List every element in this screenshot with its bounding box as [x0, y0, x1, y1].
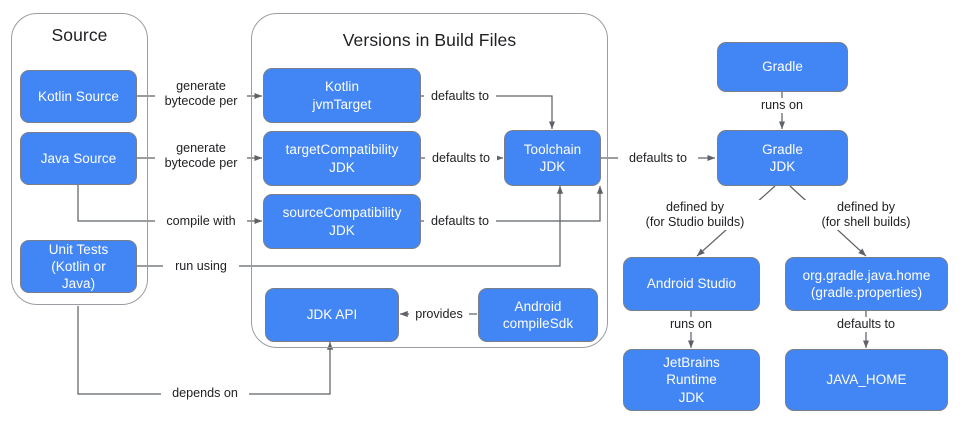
node-java-home[interactable]: JAVA_HOME: [785, 349, 948, 411]
node-gradle-jdk-label: Gradle JDK: [762, 141, 803, 174]
node-kotlin-jvmtarget-label: Kotlin jvmTarget: [312, 79, 372, 112]
edge-label-defined-by-studio: defined by (for Studio builds): [616, 200, 774, 231]
node-java-source-label: Java Source: [40, 150, 117, 166]
node-android-studio[interactable]: Android Studio: [623, 257, 760, 311]
node-target-compatibility[interactable]: targetCompatibility JDK: [263, 131, 421, 186]
node-jdk-api-label: JDK API: [306, 307, 358, 323]
edge-label-defaults-to-java-home: defaults to: [826, 317, 906, 333]
edge-label-compile-with: compile with: [155, 214, 247, 230]
node-jdk-api[interactable]: JDK API: [265, 288, 399, 342]
node-android-compilesdk[interactable]: Android compileSdk: [478, 288, 598, 342]
edge-label-provides: provides: [409, 307, 469, 323]
edge-label-generate-bytecode-java: generate bytecode per: [155, 141, 247, 172]
node-jetbrains-runtime-jdk[interactable]: JetBrains Runtime JDK: [623, 349, 760, 411]
edge-label-defaults-to-kotlin-jvmtarget: defaults to: [424, 89, 496, 105]
node-gradle[interactable]: Gradle: [717, 42, 848, 92]
node-android-studio-label: Android Studio: [646, 276, 737, 292]
edge-label-runs-on-gradle: runs on: [742, 98, 822, 114]
node-java-source[interactable]: Java Source: [20, 132, 137, 185]
node-toolchain-jdk[interactable]: Toolchain JDK: [504, 130, 601, 186]
node-source-compatibility-label: sourceCompatibility JDK: [282, 205, 402, 238]
node-kotlin-source-label: Kotlin Source: [38, 88, 119, 104]
group-source: [11, 13, 148, 305]
node-toolchain-jdk-label: Toolchain JDK: [523, 141, 582, 174]
edge-label-defaults-to-target-compat: defaults to: [425, 151, 497, 167]
node-jetbrains-runtime-jdk-label: JetBrains Runtime JDK: [663, 355, 720, 405]
edge-label-runs-on-studio: runs on: [651, 317, 731, 333]
node-org-gradle-java-home-label: org.gradle.java.home (gradle.properties): [802, 267, 931, 300]
node-kotlin-jvmtarget[interactable]: Kotlin jvmTarget: [263, 68, 421, 123]
group-versions: [251, 13, 608, 348]
edge-label-defaults-to-gradle-jdk: defaults to: [618, 151, 698, 167]
group-versions-title: Versions in Build Files: [342, 30, 517, 50]
node-unit-tests[interactable]: Unit Tests (Kotlin or Java): [20, 240, 137, 293]
edge-label-defined-by-shell: defined by (for shell builds): [790, 200, 942, 231]
node-org-gradle-java-home[interactable]: org.gradle.java.home (gradle.properties): [785, 257, 948, 311]
node-android-compilesdk-label: Android compileSdk: [502, 298, 574, 331]
edge-label-defaults-to-source-compat: defaults to: [424, 214, 496, 230]
edge-label-generate-bytecode-kotlin: generate bytecode per: [155, 79, 247, 110]
node-kotlin-source[interactable]: Kotlin Source: [20, 70, 137, 123]
node-gradle-jdk[interactable]: Gradle JDK: [717, 130, 848, 186]
edge-label-depends-on: depends on: [161, 386, 249, 402]
node-source-compatibility[interactable]: sourceCompatibility JDK: [263, 194, 421, 249]
node-target-compatibility-label: targetCompatibility JDK: [285, 142, 399, 175]
edge-label-run-using: run using: [163, 259, 239, 275]
node-java-home-label: JAVA_HOME: [826, 372, 907, 388]
node-unit-tests-label: Unit Tests (Kotlin or Java): [48, 241, 109, 292]
group-source-title: Source: [51, 25, 108, 45]
node-gradle-label: Gradle: [762, 59, 803, 75]
